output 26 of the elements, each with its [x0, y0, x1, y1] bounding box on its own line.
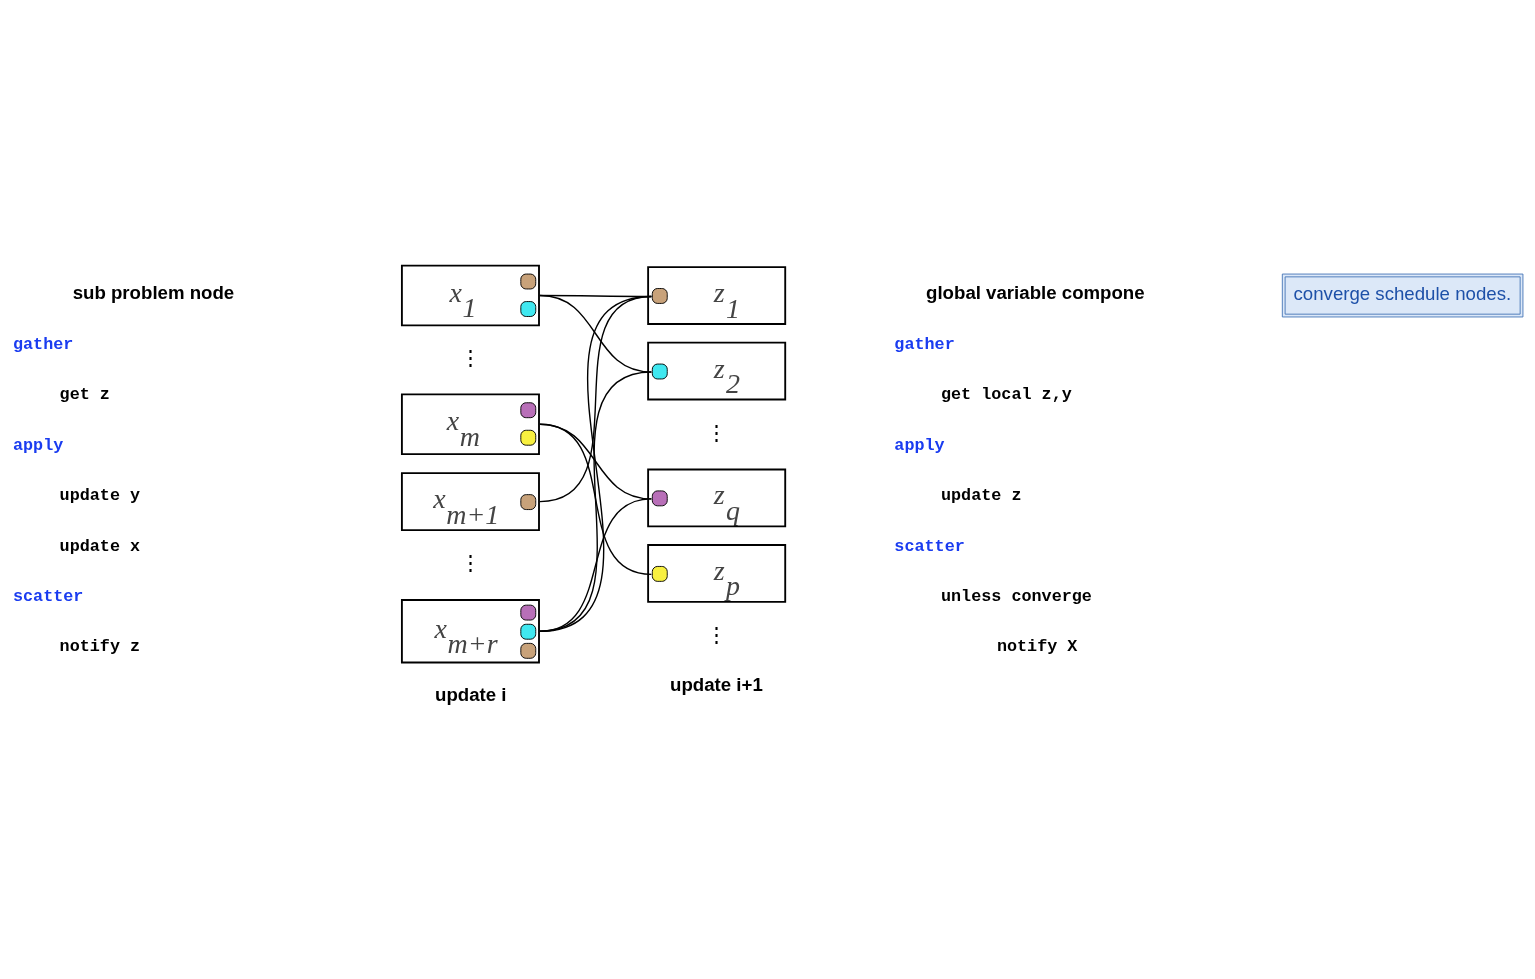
label: update z [940, 486, 1022, 506]
connector [539, 371, 653, 632]
label: sub problem node [72, 282, 235, 304]
label: ⋮ [460, 551, 482, 575]
label: apply [12, 435, 64, 455]
label: apply [894, 435, 945, 455]
label: scatter [12, 586, 84, 606]
label: gather [12, 335, 74, 355]
label: notify X [996, 637, 1078, 657]
connector [539, 498, 653, 632]
label: update x [59, 536, 141, 556]
label: update y [59, 486, 141, 506]
label: notify z [59, 637, 141, 657]
label: global variable compone [926, 282, 1145, 304]
label: scatter [894, 536, 965, 556]
connector [539, 295, 653, 632]
connector [539, 423, 653, 576]
label: unless converge [940, 586, 1092, 606]
label: ⋮ [460, 346, 482, 370]
label: get z [59, 385, 110, 405]
label: update i+1 [670, 673, 763, 695]
label: gather [894, 335, 955, 355]
label: update i [435, 684, 507, 706]
label: get local z,y [940, 385, 1072, 405]
label: ⋮ [706, 623, 728, 647]
label: ⋮ [706, 420, 728, 444]
